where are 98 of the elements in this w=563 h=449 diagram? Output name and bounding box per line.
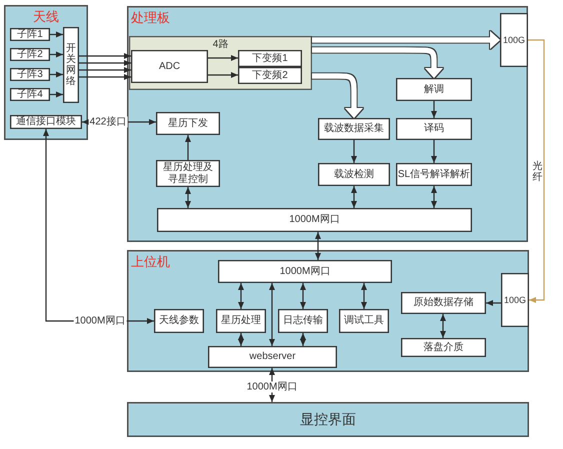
hollow-arrow	[312, 73, 363, 118]
process-box	[10, 28, 50, 41]
arrow	[79, 67, 131, 73]
arrow	[361, 283, 367, 309]
arrow	[79, 60, 131, 66]
interface-box	[500, 13, 528, 67]
process-label: 落盘介质	[424, 342, 464, 354]
process-box	[10, 88, 50, 101]
hollow-arrow	[312, 31, 500, 49]
process-box	[10, 68, 50, 81]
process-label: 子阵4	[17, 88, 43, 100]
process-box	[154, 309, 204, 333]
arrow	[300, 283, 306, 309]
arrow	[238, 283, 244, 309]
arrow	[185, 135, 191, 160]
process-label: 子阵3	[17, 68, 43, 80]
display-panel	[127, 402, 529, 437]
arrow	[79, 53, 131, 59]
process-box	[396, 118, 472, 140]
panel-title: 处理板	[131, 10, 170, 26]
switch-box	[63, 27, 79, 103]
process-box	[238, 67, 302, 84]
process-box	[156, 160, 220, 187]
process-label: SL信号解译解析	[398, 168, 470, 180]
process-label: 子阵2	[17, 48, 43, 60]
arrow	[208, 55, 238, 61]
interface-box	[218, 260, 392, 283]
process-box	[131, 50, 208, 83]
process-label: 下变频2	[252, 70, 288, 82]
process-box	[396, 78, 472, 101]
process-label: 原始数据存储	[414, 297, 474, 309]
section-panel	[127, 250, 529, 372]
process-label: 星历处理	[221, 315, 261, 327]
edge-label: 422接口	[88, 116, 128, 128]
arrow	[351, 186, 357, 208]
panel-title: 上位机	[131, 254, 170, 270]
arrow	[431, 140, 437, 163]
process-box	[396, 163, 472, 186]
process-label: 1000M网口	[289, 214, 340, 226]
group-label: 4路	[212, 39, 228, 50]
arrow	[528, 39, 545, 303]
process-label: 100G	[502, 34, 526, 46]
process-label: 译码	[424, 123, 444, 135]
arrow	[208, 72, 238, 78]
arrow	[351, 140, 357, 163]
process-box	[216, 309, 266, 333]
panel-title: 天线	[33, 9, 59, 25]
arrow	[269, 283, 275, 346]
arrow	[486, 300, 501, 306]
arrow	[79, 74, 131, 80]
process-label: 星历处理及寻星控制	[162, 162, 214, 185]
process-label: 开关网络	[66, 43, 76, 87]
process-box	[238, 50, 302, 67]
process-label: 星历下发	[168, 118, 208, 130]
process-box	[339, 309, 389, 333]
edge-label: 1000M网口	[74, 316, 126, 326]
interface-box	[157, 208, 472, 232]
process-box	[401, 292, 486, 314]
panel-label: 显控界面	[300, 410, 356, 428]
process-label: ADC	[158, 60, 180, 72]
arrow	[50, 72, 63, 78]
hollow-arrow	[312, 47, 443, 78]
process-label: 解调	[424, 84, 444, 96]
process-box	[10, 48, 50, 61]
arrow	[440, 314, 446, 338]
process-label: 通信接口模块	[16, 116, 76, 128]
process-label: 日志传输	[283, 315, 323, 327]
process-box	[10, 115, 82, 129]
interface-box	[501, 273, 529, 327]
process-box	[278, 309, 328, 333]
process-label: 100G	[504, 294, 526, 306]
arrow	[431, 186, 437, 208]
edge-label: 光纤	[532, 161, 542, 183]
arrow	[300, 333, 306, 346]
arrow	[315, 232, 321, 260]
section-panel	[4, 5, 88, 140]
process-label: webserver	[249, 351, 296, 363]
edge-label: 1000M网口	[246, 382, 298, 392]
arrow	[185, 187, 191, 208]
section-panel	[127, 6, 528, 242]
process-label: 1000M网口	[280, 266, 330, 278]
arrow	[238, 333, 244, 346]
process-label: 子阵1	[17, 28, 43, 40]
process-box	[318, 163, 390, 186]
arrow	[50, 92, 63, 98]
process-box	[156, 112, 220, 135]
process-label: 天线参数	[159, 315, 199, 327]
arrow	[50, 32, 63, 38]
channel-group-panel	[129, 36, 312, 90]
process-label: 下变频1	[252, 52, 288, 64]
arrow	[431, 101, 437, 118]
arrow	[50, 52, 63, 58]
process-label: 载波数据采集	[324, 123, 384, 135]
process-label: 载波检测	[334, 168, 374, 180]
process-label: 调试工具	[344, 315, 384, 327]
process-box	[318, 118, 390, 140]
process-box	[401, 338, 486, 357]
process-box	[208, 346, 337, 368]
